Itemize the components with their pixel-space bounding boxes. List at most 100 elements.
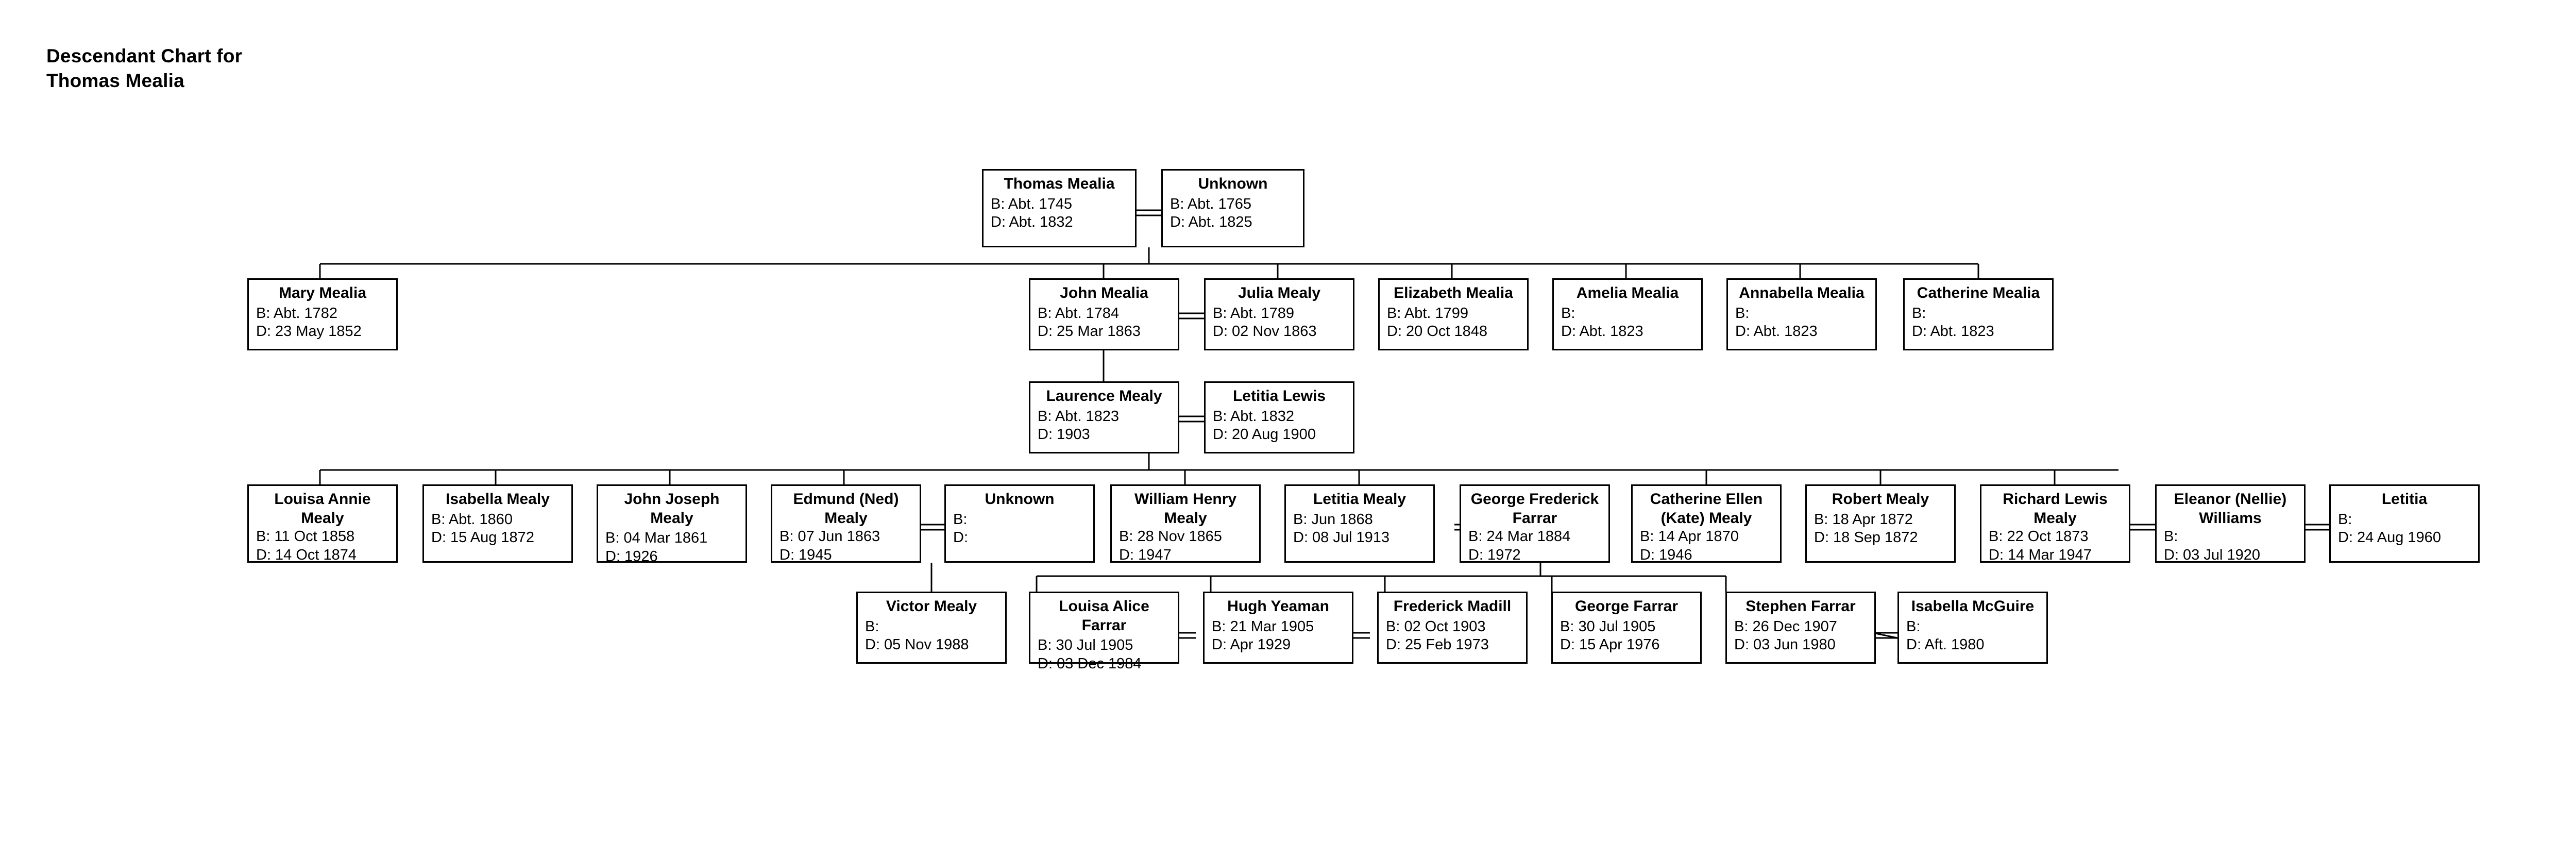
person-death: D: Abt. 1823 [1735,323,1818,340]
person-birth: B: [1906,618,1921,635]
person-card-letitia-lewis[interactable]: Letitia Lewis B: Abt. 1832 D: 20 Aug 190… [1204,381,1354,453]
page-title: Descendant Chart for Thomas Mealia [46,45,243,92]
person-card-mary-mealia[interactable]: Mary Mealia B: Abt. 1782 D: 23 May 1852 [247,278,398,350]
person-birth: B: 18 Apr 1872 [1814,511,1913,528]
person-death: D: [953,529,968,546]
person-death: D: 25 Mar 1863 [1038,323,1141,340]
person-card-william-henry-mealy[interactable]: William Henry Mealy B: 28 Nov 1865 D: 19… [1110,484,1261,563]
person-death: D: Abt. 1832 [991,213,1073,230]
person-name: Victor Mealy [886,598,977,615]
person-death: D: 05 Nov 1988 [865,636,969,653]
person-card-george-frederick-farrar[interactable]: George Frederick Farrar B: 24 Mar 1884 D… [1460,484,1610,563]
person-name: Letitia Lewis [1232,388,1326,405]
person-card-louisa-alice-farrar[interactable]: Louisa Alice Farrar B: 30 Jul 1905 D: 03… [1029,592,1179,672]
person-card-letitia-mealy[interactable]: Letitia Mealy B: Jun 1868 D: 08 Jul 1913 [1284,484,1435,563]
person-birth: B: 24 Mar 1884 [1468,528,1571,545]
person-birth: B: [1912,305,1926,322]
person-death: D: 20 Oct 1848 [1387,323,1488,340]
person-birth: B: [2338,511,2352,528]
person-death: D: 25 Feb 1973 [1386,636,1489,653]
person-card-louisa-annie-mealy[interactable]: Louisa Annie Mealy B: 11 Oct 1858 D: 14 … [247,484,398,563]
person-death: D: 18 Sep 1872 [1814,529,1918,546]
person-card-frederick-madill[interactable]: Frederick Madill B: 02 Oct 1903 D: 25 Fe… [1377,592,1528,664]
person-card-catherine-ellen-kate-mealy[interactable]: Catherine Ellen (Kate) Mealy B: 14 Apr 1… [1631,484,1782,563]
person-card-edmund-ned-mealy[interactable]: Edmund (Ned) Mealy B: 07 Jun 1863 D: 194… [771,484,921,563]
person-birth: B: [1735,305,1750,322]
person-death: D: 1945 [779,546,832,563]
person-birth: B: [2164,528,2178,545]
person-card-unknown-spouse-1[interactable]: Unknown B: Abt. 1765 D: Abt. 1825 [1161,169,1304,247]
person-death: D: 1903 [1038,426,1090,443]
person-name: Catherine Ellen (Kate) Mealy [1650,491,1763,527]
person-death: D: 14 Mar 1947 [1989,546,2092,563]
person-name: William Henry Mealy [1134,491,1237,527]
person-name: Letitia Mealy [1313,491,1406,508]
person-card-stephen-farrar[interactable]: Stephen Farrar B: 26 Dec 1907 D: 03 Jun … [1725,592,1876,664]
person-name: Louisa Alice Farrar [1059,598,1149,634]
person-card-eleanor-nellie-williams[interactable]: Eleanor (Nellie) Williams B: D: 03 Jul 1… [2155,484,2306,563]
person-birth: B: Abt. 1832 [1213,408,1295,425]
person-name: Unknown [1198,175,1268,192]
person-name: Isabella McGuire [1911,598,2035,615]
person-birth: B: 30 Jul 1905 [1560,618,1656,635]
person-death: D: 02 Nov 1863 [1213,323,1317,340]
person-card-john-mealia[interactable]: John Mealia B: Abt. 1784 D: 25 Mar 1863 [1029,278,1179,350]
person-death: D: 20 Aug 1900 [1213,426,1316,443]
person-death: D: Aft. 1980 [1906,636,1985,653]
person-card-letitia[interactable]: Letitia B: D: 24 Aug 1960 [2329,484,2480,563]
person-birth: B: Abt. 1799 [1387,305,1469,322]
person-name: Amelia Mealia [1576,284,1679,301]
person-card-laurence-mealy[interactable]: Laurence Mealy B: Abt. 1823 D: 1903 [1029,381,1179,453]
person-death: D: 03 Jul 1920 [2164,546,2261,563]
person-name: Richard Lewis Mealy [2003,491,2108,527]
person-death: D: 03 Dec 1984 [1038,655,1142,672]
person-name: Louisa Annie Mealy [274,491,371,527]
person-name: Hugh Yeaman [1227,598,1329,615]
person-death: D: 1947 [1119,546,1172,563]
person-name: Frederick Madill [1393,598,1512,615]
person-death: D: 1946 [1640,546,1692,563]
person-card-julia-mealy[interactable]: Julia Mealy B: Abt. 1789 D: 02 Nov 1863 [1204,278,1354,350]
person-card-amelia-mealia[interactable]: Amelia Mealia B: D: Abt. 1823 [1552,278,1703,350]
person-name: Julia Mealy [1238,284,1321,301]
person-death: D: 23 May 1852 [256,323,362,340]
person-birth: B: 04 Mar 1861 [605,530,708,547]
person-birth: B: 21 Mar 1905 [1212,618,1314,635]
person-death: D: 14 Oct 1874 [256,546,357,563]
person-card-hugh-yeaman[interactable]: Hugh Yeaman B: 21 Mar 1905 D: Apr 1929 [1203,592,1353,664]
person-birth: B: Abt. 1789 [1213,305,1295,322]
person-death: D: 15 Apr 1976 [1560,636,1660,653]
person-card-annabella-mealia[interactable]: Annabella Mealia B: D: Abt. 1823 [1726,278,1877,350]
person-birth: B: Abt. 1765 [1170,195,1252,212]
person-birth: B: Abt. 1782 [256,305,338,322]
person-name: Letitia [2381,491,2428,508]
person-name: Elizabeth Mealia [1394,284,1513,301]
person-card-george-farrar[interactable]: George Farrar B: 30 Jul 1905 D: 15 Apr 1… [1551,592,1702,664]
person-birth: B: 30 Jul 1905 [1038,637,1133,654]
person-birth: B: Abt. 1745 [991,195,1073,212]
person-card-thomas-mealia[interactable]: Thomas Mealia B: Abt. 1745 D: Abt. 1832 [982,169,1137,247]
person-card-isabella-mcguire[interactable]: Isabella McGuire B: D: Aft. 1980 [1897,592,2048,664]
person-birth: B: 02 Oct 1903 [1386,618,1486,635]
person-name: Stephen Farrar [1745,598,1856,615]
person-card-richard-lewis-mealy[interactable]: Richard Lewis Mealy B: 22 Oct 1873 D: 14… [1980,484,2130,563]
person-card-victor-mealy[interactable]: Victor Mealy B: D: 05 Nov 1988 [856,592,1007,664]
person-name: Eleanor (Nellie) Williams [2174,491,2287,527]
person-name: Isabella Mealy [446,491,550,508]
person-card-isabella-mealy[interactable]: Isabella Mealy B: Abt. 1860 D: 15 Aug 18… [422,484,573,563]
person-name: George Frederick Farrar [1470,491,1599,527]
person-name: Robert Mealy [1832,491,1929,508]
person-card-robert-mealy[interactable]: Robert Mealy B: 18 Apr 1872 D: 18 Sep 18… [1805,484,1956,563]
person-card-john-joseph-mealy[interactable]: John Joseph Mealy B: 04 Mar 1861 D: 1926 [597,484,747,565]
person-birth: B: 11 Oct 1858 [256,528,355,545]
person-card-unknown-spouse-2[interactable]: Unknown B: D: [944,484,1095,563]
person-death: D: Abt. 1823 [1561,323,1643,340]
person-card-elizabeth-mealia[interactable]: Elizabeth Mealia B: Abt. 1799 D: 20 Oct … [1378,278,1529,350]
person-death: D: Abt. 1825 [1170,213,1252,230]
person-card-catherine-mealia[interactable]: Catherine Mealia B: D: Abt. 1823 [1903,278,2054,350]
person-birth: B: 07 Jun 1863 [779,528,880,545]
person-name: George Farrar [1574,598,1679,615]
person-birth: B: 22 Oct 1873 [1989,528,2089,545]
person-name: Thomas Mealia [1004,175,1115,192]
